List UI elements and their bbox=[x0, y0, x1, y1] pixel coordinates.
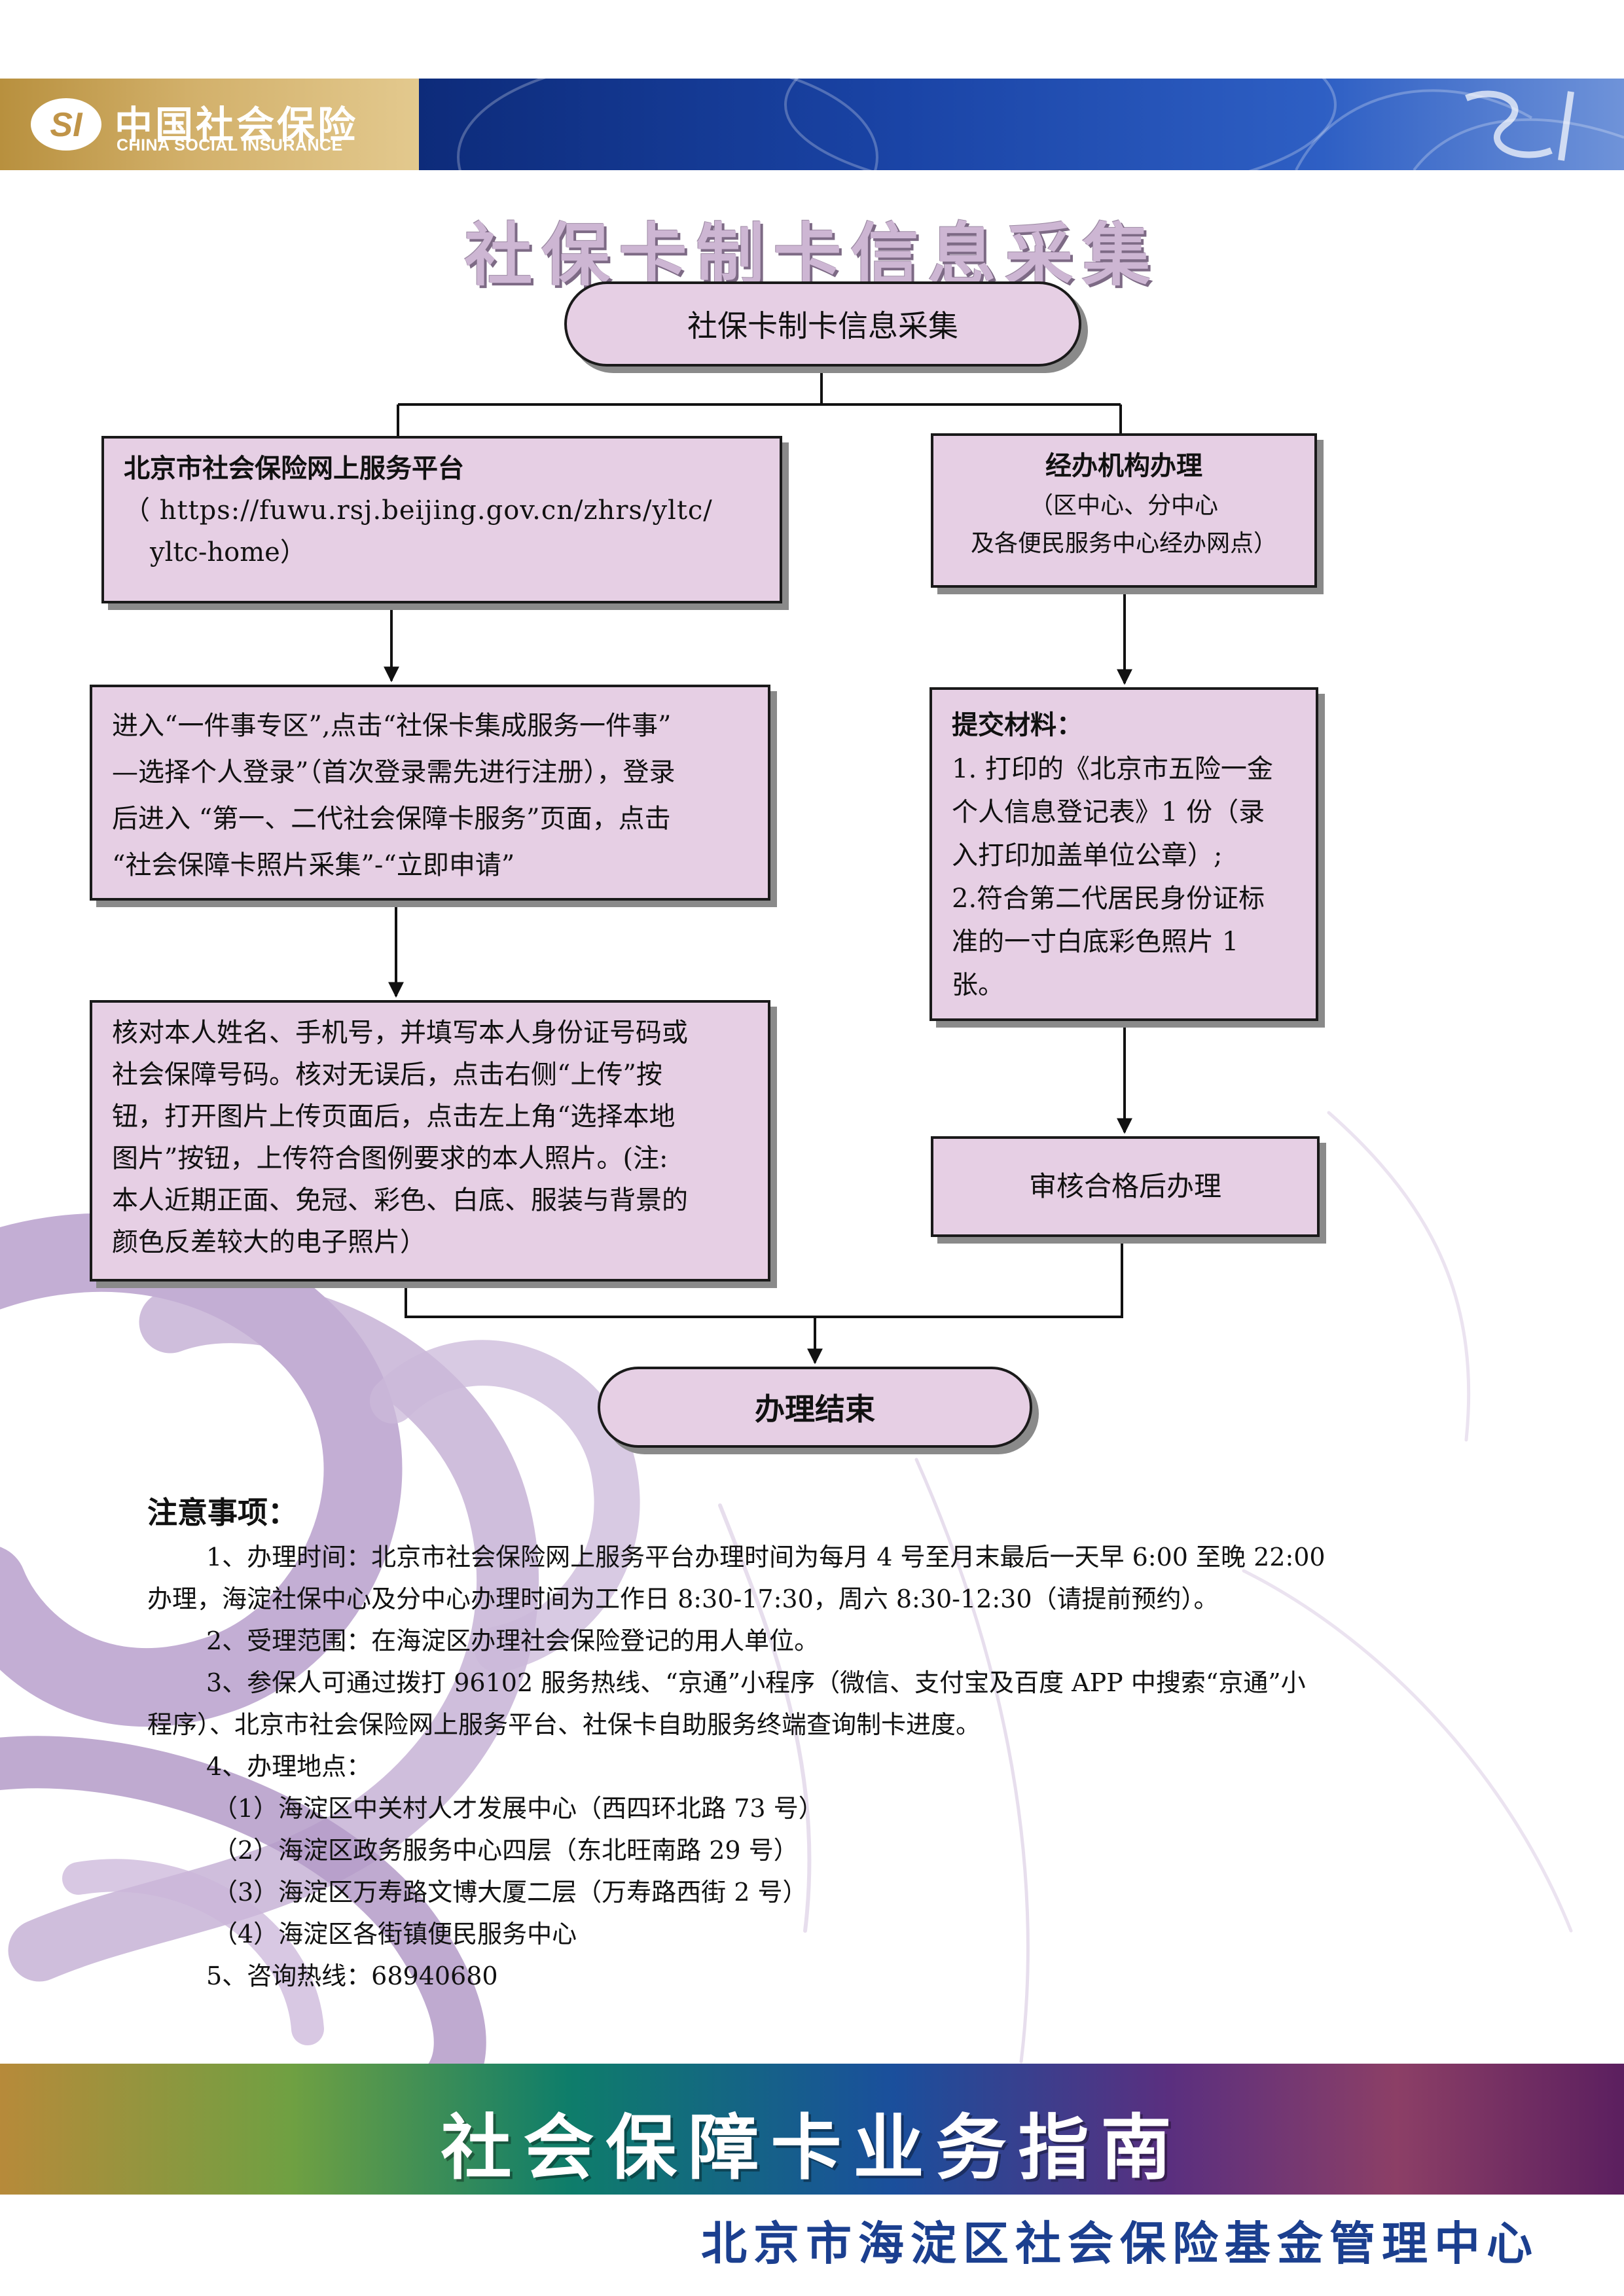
flow-review-box: 审核合格后办理 bbox=[931, 1136, 1320, 1237]
materials-line4: 2.符合第二代居民身份证标 bbox=[952, 884, 1265, 914]
agency-title: 经办机构办理 bbox=[1045, 451, 1202, 481]
notes-item1-line2: 办理，海淀社保中心及分中心办理时间为工作日 8:30-17:30，周六 8:30… bbox=[147, 1585, 1219, 1613]
notes-item3-line1: 3、参保人可通过拨打 96102 服务热线、“京通”小程序（微信、支付宝及百度 … bbox=[206, 1668, 1306, 1697]
materials-line6: 张。 bbox=[952, 970, 1004, 1000]
notes-item2: 2、受理范围：在海淀区办理社会保险登记的用人单位。 bbox=[206, 1626, 820, 1655]
flow-start-node: 社保卡制卡信息采集 bbox=[564, 281, 1081, 367]
flow-agency-box: 经办机构办理 （区中心、分中心 及各便民服务中心经办网点） bbox=[931, 433, 1317, 588]
materials-line2: 个人信息登记表》1 份（录 bbox=[952, 797, 1265, 827]
online-platform-url-line1: （ https://fuwu.rsj.beijing.gov.cn/zhrs/y… bbox=[124, 495, 713, 526]
online-steps-line4: “社会保障卡照片采集”-“立即申请” bbox=[112, 850, 515, 880]
notes-location-2: （2）海淀区政务服务中心四层（东北旺南路 29 号） bbox=[213, 1836, 799, 1865]
online-platform-url-line2: yltc-home） bbox=[150, 537, 306, 567]
footer-title: 社会保障卡业务指南 bbox=[441, 2107, 1183, 2189]
notes-location-4: （4）海淀区各街镇便民服务中心 bbox=[213, 1920, 577, 1948]
review-label: 审核合格后办理 bbox=[1028, 1170, 1221, 1202]
svg-text:SI: SI bbox=[50, 106, 83, 144]
notes-section: 注意事项： 1、办理时间：北京市社会保险网上服务平台办理时间为每月 4 号至月末… bbox=[147, 1489, 1483, 1997]
materials-line1: 1. 打印的《北京市五险一金 bbox=[952, 754, 1273, 784]
notes-item5: 5、咨询热线：68940680 bbox=[206, 1962, 498, 1990]
online-platform-title: 北京市社会保险网上服务平台 bbox=[124, 454, 464, 484]
materials-title: 提交材料： bbox=[952, 710, 1083, 740]
header-blue-panel bbox=[419, 79, 1624, 170]
photo-upload-line2: 社会保障号码。核对无误后，点击右侧“上传”按 bbox=[112, 1060, 662, 1090]
si-logo-icon: SI bbox=[31, 98, 101, 151]
footer-band: 社会保障卡业务指南 bbox=[0, 2064, 1624, 2195]
logo-chinese-text: 中国社会保险 bbox=[115, 103, 359, 147]
logo-english-text: CHINA SOCIAL INSURANCE bbox=[117, 136, 343, 154]
photo-upload-line5: 本人近期正面、免冠、彩色、白底、服装与背景的 bbox=[112, 1185, 688, 1215]
flow-photo-upload-box: 核对本人姓名、手机号，并填写本人身份证号码或 社会保障号码。核对无误后，点击右侧… bbox=[90, 1000, 770, 1282]
flow-online-steps-box: 进入“一件事专区”,点击“社保卡集成服务一件事” —选择个人登录”（首次登录需先… bbox=[90, 685, 770, 901]
notes-item3-line2: 程序）、北京市社会保险网上服务平台、社保卡自助服务终端查询制卡进度。 bbox=[147, 1710, 981, 1739]
materials-line5: 准的一寸白底彩色照片 1 bbox=[952, 927, 1239, 957]
photo-upload-line3: 钮，打开图片上传页面后，点击左上角“选择本地 bbox=[112, 1102, 676, 1132]
photo-upload-line4: 图片”按钮，上传符合图例要求的本人照片。(注: bbox=[112, 1143, 668, 1174]
online-steps-line1: 进入“一件事专区”,点击“社保卡集成服务一件事” bbox=[112, 711, 672, 741]
online-steps-line3: 后进入 “第一、二代社会保障卡服务”页面，点击 bbox=[112, 804, 671, 834]
header-band: SI 中国社会保险 CHINA SOCIAL INSURANCE bbox=[0, 79, 1624, 170]
agency-line2: 及各便民服务中心经办网点） bbox=[970, 530, 1277, 557]
flow-start-label: 社保卡制卡信息采集 bbox=[687, 308, 958, 344]
flow-end-node: 办理结束 bbox=[598, 1367, 1032, 1448]
notes-location-3: （3）海淀区万寿路文博大厦二层（万寿路西街 2 号） bbox=[213, 1878, 808, 1907]
agency-line1: （区中心、分中心 bbox=[1029, 492, 1218, 519]
photo-upload-line1: 核对本人姓名、手机号，并填写本人身份证号码或 bbox=[112, 1018, 688, 1048]
materials-line3: 入打印加盖单位公章）; bbox=[952, 840, 1223, 870]
flow-online-platform-box: 北京市社会保险网上服务平台 （ https://fuwu.rsj.beijing… bbox=[101, 436, 782, 603]
header-gold-panel: SI 中国社会保险 CHINA SOCIAL INSURANCE bbox=[0, 79, 419, 170]
notes-location-1: （1）海淀区中关村人才发展中心（西四环北路 73 号） bbox=[213, 1794, 823, 1823]
organization-name: 北京市海淀区社会保险基金管理中心 bbox=[701, 2216, 1539, 2270]
notes-title: 注意事项： bbox=[147, 1495, 298, 1530]
notes-item4: 4、办理地点： bbox=[206, 1752, 372, 1781]
flow-end-label: 办理结束 bbox=[755, 1391, 875, 1427]
online-steps-line2: —选择个人登录”（首次登录需先进行注册），登录 bbox=[112, 757, 676, 787]
flow-materials-box: 提交材料： 1. 打印的《北京市五险一金 个人信息登记表》1 份（录 入打印加盖… bbox=[929, 687, 1318, 1021]
photo-upload-line6: 颜色反差较大的电子照片） bbox=[112, 1227, 426, 1257]
notes-item1-line1: 1、办理时间：北京市社会保险网上服务平台办理时间为每月 4 号至月末最后一天早 … bbox=[206, 1543, 1326, 1571]
